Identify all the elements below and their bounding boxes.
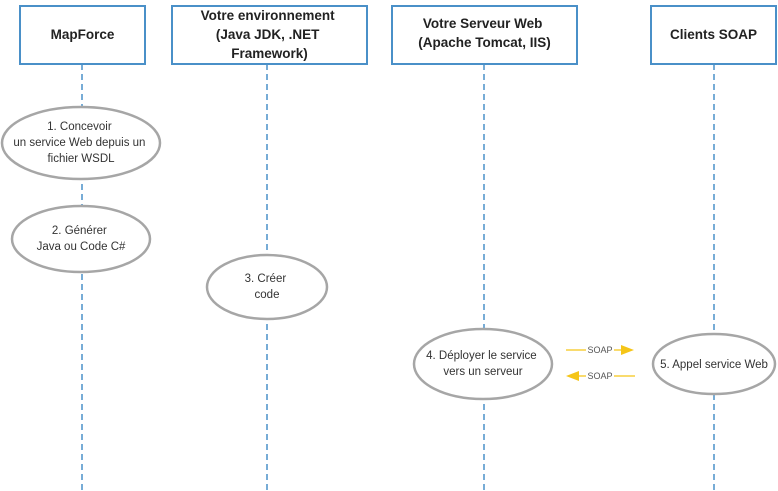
participant-clients-soap: Clients SOAP xyxy=(650,5,777,65)
svg-text:MapForce: MapForce xyxy=(51,27,115,42)
soap-message-to-clients: SOAP xyxy=(566,343,634,355)
participant-environnement-line-1: Votre environnement xyxy=(201,8,336,23)
svg-text:2. Générer Java ou Code: 2. Générer Java ou Code C# xyxy=(37,225,126,253)
step-3-line-1: 3. Créer xyxy=(245,273,287,285)
svg-text:4. Déployer le service v: 4. Déployer le service vers un serveur xyxy=(426,350,540,378)
step-2-line-1: 2. Générer xyxy=(52,225,107,237)
step-2-generer: 2. Générer Java ou Code C# xyxy=(10,204,152,274)
svg-text:5. Appel service Web: 5. Appel service Web xyxy=(660,359,768,371)
soap-label-1: SOAP xyxy=(587,345,612,355)
arrow-left-icon xyxy=(566,371,579,381)
step-4-deployer: 4. Déployer le service vers un serveur xyxy=(412,327,554,401)
svg-text:1. Concevoir un service: 1. Concevoir un service Web depuis un fi… xyxy=(13,121,148,165)
step-1-line-3: fichier WSDL xyxy=(47,153,115,165)
participant-mapforce-label: MapForce xyxy=(51,27,115,42)
svg-text:Votre environnement (Jav: Votre environnement (Java JDK, .NET Fram… xyxy=(201,8,339,61)
participant-environnement: Votre environnement (Java JDK, .NET Fram… xyxy=(171,5,368,65)
svg-text:Votre Serveur Web (Apach: Votre Serveur Web (Apache Tomcat, IIS) xyxy=(418,16,551,50)
step-1-concevoir: 1. Concevoir un service Web depuis un fi… xyxy=(0,105,162,181)
svg-text:3. Créer code: 3. Créer code xyxy=(245,273,290,301)
participant-environnement-line-3: Framework) xyxy=(231,46,308,61)
step-2-line-2: Java ou Code C# xyxy=(37,241,126,253)
step-3-line-2: code xyxy=(255,289,280,301)
participant-clients-soap-label: Clients SOAP xyxy=(670,27,757,42)
step-4-line-1: 4. Déployer le service xyxy=(426,350,537,362)
arrow-right-icon xyxy=(621,345,634,355)
participant-serveur-web-line-2: (Apache Tomcat, IIS) xyxy=(418,35,551,50)
step-3-creer: 3. Créer code xyxy=(205,253,329,321)
step-1-line-2: un service Web depuis un xyxy=(13,137,145,149)
soap-label-2: SOAP xyxy=(587,371,612,381)
participant-serveur-web-line-1: Votre Serveur Web xyxy=(423,16,543,31)
soap-message-to-server: SOAP xyxy=(566,369,635,381)
step-1-line-1: 1. Concevoir xyxy=(47,121,112,133)
svg-text:Clients SOAP: Clients SOAP xyxy=(670,27,757,42)
participant-serveur-web: Votre Serveur Web (Apache Tomcat, IIS) xyxy=(391,5,578,65)
step-5-appel-service: 5. Appel service Web xyxy=(651,332,777,396)
step-4-line-2: vers un serveur xyxy=(443,366,522,378)
step-5-line-1: 5. Appel service Web xyxy=(660,359,768,371)
participant-mapforce: MapForce xyxy=(19,5,146,65)
participant-environnement-line-2: (Java JDK, .NET xyxy=(216,27,320,42)
